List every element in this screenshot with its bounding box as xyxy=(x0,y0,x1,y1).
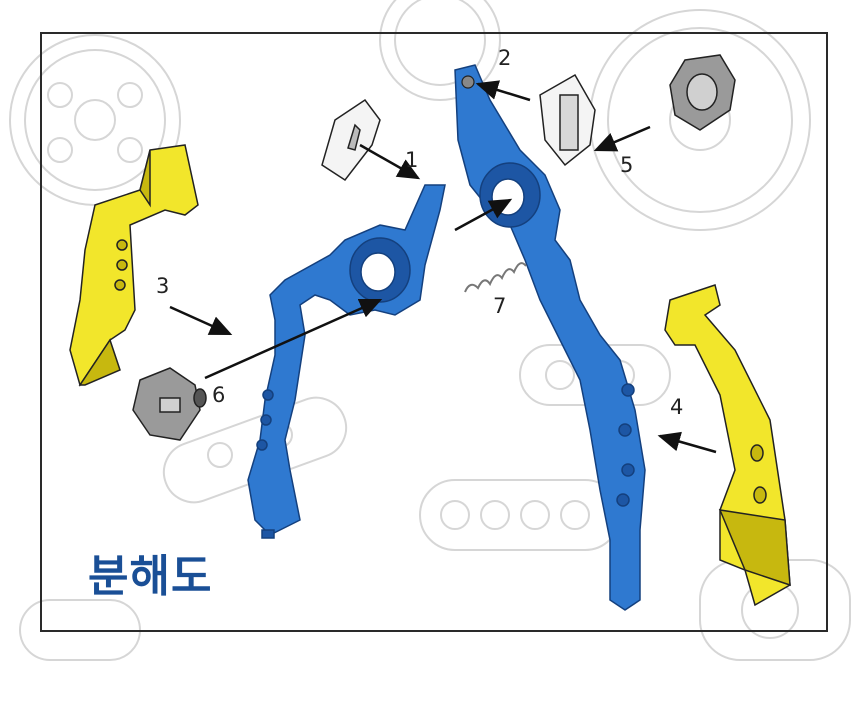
assembly-arrows xyxy=(169,80,717,454)
callout-3: 3 xyxy=(156,274,170,298)
arrow-to-pivot xyxy=(454,198,513,232)
diagram-title: 분해도 xyxy=(88,551,213,602)
callout-5: 5 xyxy=(620,153,634,177)
callout-4: 4 xyxy=(670,395,684,419)
callout-6: 6 xyxy=(212,383,226,407)
arrow-4 xyxy=(657,431,717,454)
arrow-6 xyxy=(204,298,383,380)
white-block xyxy=(539,73,596,167)
arrow-1 xyxy=(359,143,421,180)
left-yellow-grip xyxy=(69,144,199,387)
small-white-block xyxy=(321,98,381,182)
gray-hex-nut xyxy=(132,367,207,441)
callout-7: 7 xyxy=(493,294,507,318)
callout-2: 2 xyxy=(498,46,512,70)
pin xyxy=(461,75,475,89)
right-yellow-grip xyxy=(664,284,791,607)
diagram-frame xyxy=(40,32,828,632)
arrow-3 xyxy=(169,305,233,336)
arrow-2 xyxy=(475,80,531,102)
left-blue-arm xyxy=(247,184,446,539)
gray-hex-cap xyxy=(669,54,736,131)
arrow-5 xyxy=(593,125,651,152)
callout-1: 1 xyxy=(405,148,419,172)
spring xyxy=(464,262,527,293)
